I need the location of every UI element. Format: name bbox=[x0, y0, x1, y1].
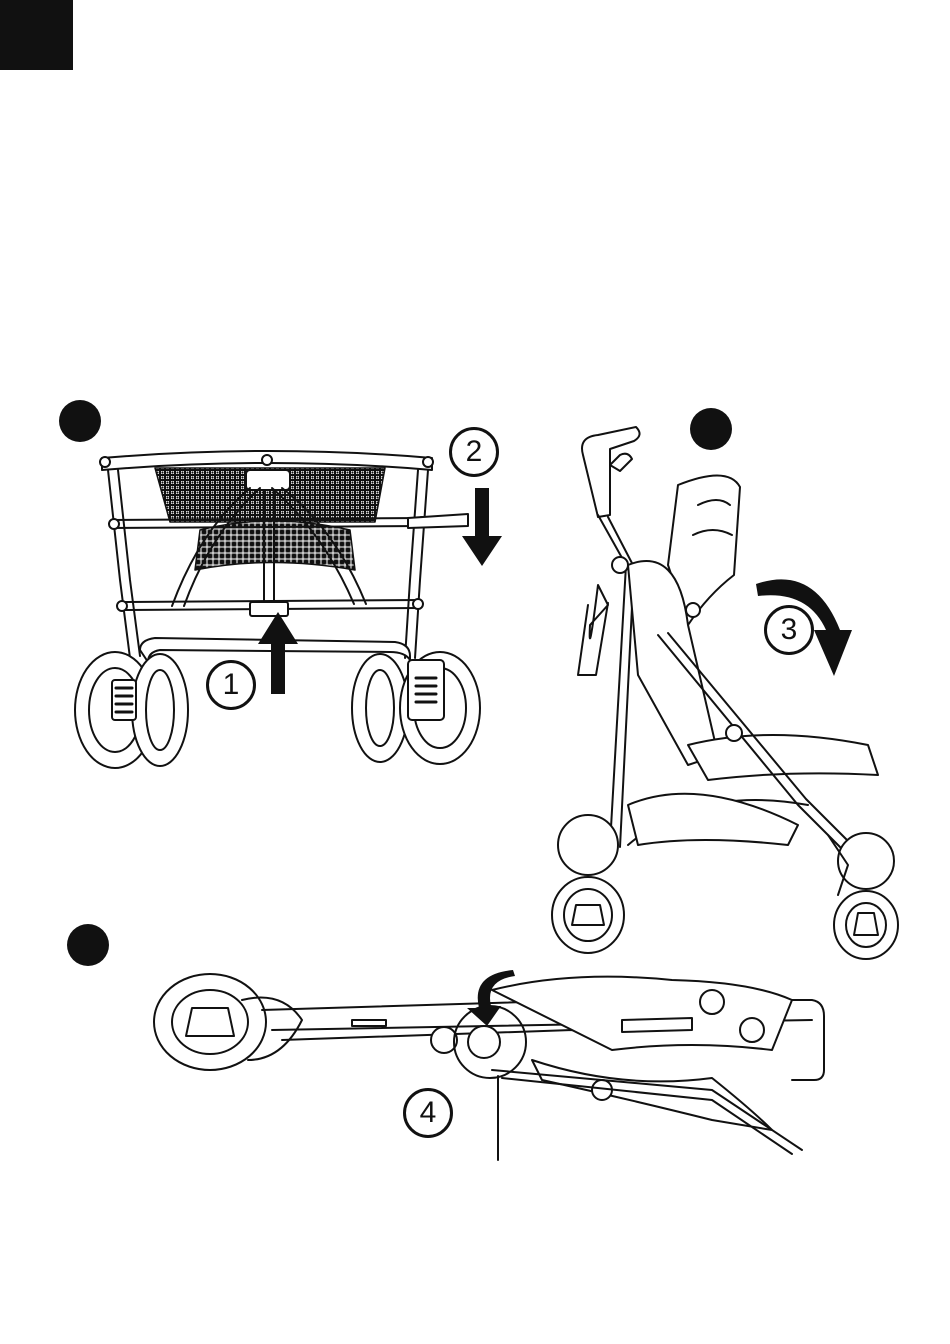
page-corner-tab bbox=[0, 0, 73, 70]
arrow-up-icon bbox=[258, 612, 298, 694]
callout-3: 3 bbox=[764, 605, 814, 655]
curved-arrow-icon bbox=[465, 970, 517, 1026]
callout-1: 1 bbox=[206, 660, 256, 710]
stroller-side-view-illustration bbox=[548, 425, 908, 955]
callout-2: 2 bbox=[449, 427, 499, 477]
arrow-down-icon bbox=[462, 488, 502, 568]
stroller-rear-view-illustration bbox=[60, 430, 490, 780]
step-marker-c bbox=[67, 924, 109, 966]
callout-4: 4 bbox=[403, 1088, 453, 1138]
